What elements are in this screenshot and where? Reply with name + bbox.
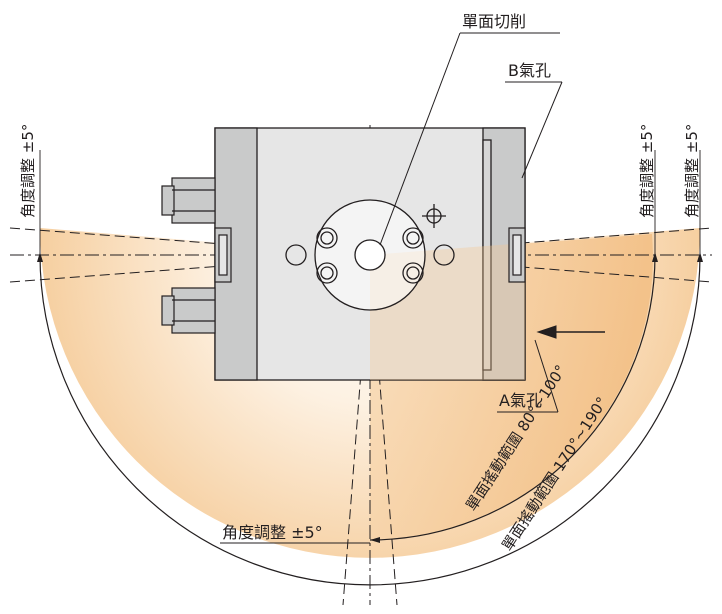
angle-adjust-right-inner-label: 角度調整 ±5°: [638, 124, 656, 218]
center-hub: [285, 199, 455, 311]
datum-symbol: [422, 204, 446, 228]
actuator-body: [214, 127, 526, 381]
inner-range-arc: [369, 254, 656, 541]
leader-lines: [220, 32, 563, 544]
angle-adjust-right-outer-label: 角度調整 ±5°: [683, 124, 701, 218]
side-ports: [214, 227, 526, 283]
port-a-label: A氣孔: [499, 391, 542, 410]
left-bolts: [161, 177, 216, 334]
angle-adjust-left-label: 角度調整 ±5°: [19, 124, 37, 218]
single-face-cut-label: 單面切削: [462, 12, 526, 31]
port-a-arrow: [536, 325, 605, 339]
guide-arrowheads: [37, 252, 703, 543]
vertical-guides: [39, 150, 701, 262]
port-b-label: B氣孔: [508, 61, 551, 80]
angle-adjust-bottom-label: 角度調整 ±5°: [222, 523, 323, 542]
